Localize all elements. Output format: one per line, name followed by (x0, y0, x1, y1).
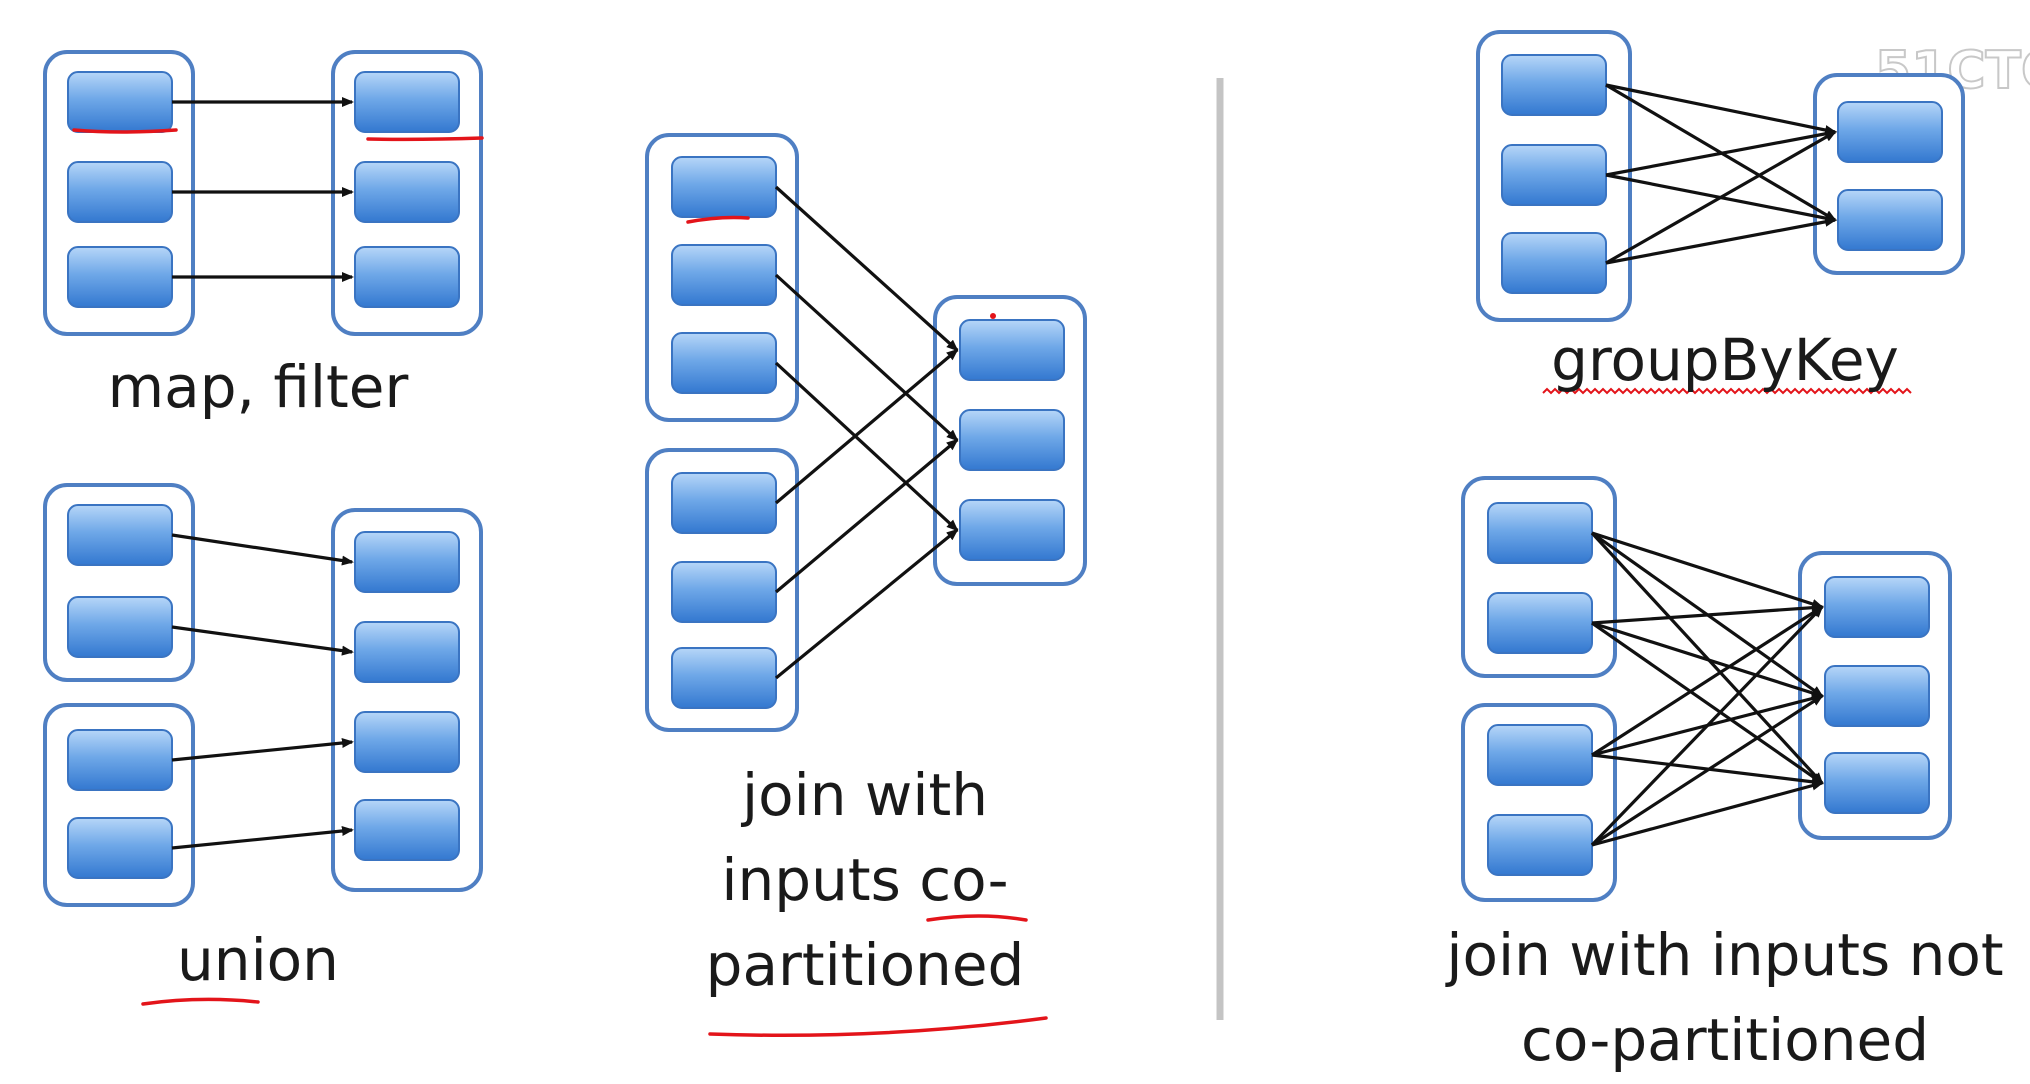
dependency-arrow (774, 348, 959, 505)
partition-box (671, 647, 777, 709)
partition-box (959, 319, 1065, 381)
dependency-arrow (1591, 780, 1824, 847)
rdd-un-src2 (43, 703, 195, 907)
dependency-arrow (1605, 128, 1837, 177)
partition-box (1487, 502, 1593, 564)
partition-box (1837, 101, 1943, 163)
dependency-arrow (1591, 531, 1824, 609)
red-underline-mark (72, 128, 178, 134)
red-dot-mark (990, 313, 996, 319)
label-join-not-copart-1: join with inputs not (1444, 921, 2003, 989)
dependency-arrows (171, 83, 1837, 850)
partition-box (1824, 665, 1930, 727)
partition-box (1501, 232, 1607, 294)
dependency-arrow (171, 533, 354, 566)
partition-box (1824, 576, 1930, 638)
partition-box (354, 711, 460, 773)
partition-box (959, 499, 1065, 561)
partition-box (1837, 189, 1943, 251)
partition-box (67, 246, 173, 308)
partition-box (67, 729, 173, 791)
partition-box (1487, 592, 1593, 654)
dependency-arrow (171, 625, 354, 656)
partition-box (671, 156, 777, 218)
partition-box (671, 332, 777, 394)
rdd-un-dst (331, 508, 483, 892)
dependency-arrow (1591, 605, 1824, 757)
partition-box (1487, 814, 1593, 876)
dependency-arrow (171, 738, 354, 762)
partition-box (1501, 54, 1607, 116)
partition-box (67, 71, 173, 133)
partition-box (67, 817, 173, 879)
label-map-filter: map, filter (108, 353, 409, 421)
rdd-jn-src2 (1461, 703, 1617, 902)
partition-box (67, 596, 173, 658)
partition-box (1824, 752, 1930, 814)
rdd-gb-src (1476, 30, 1632, 322)
rdd-un-src1 (43, 483, 195, 682)
dependency-arrow (774, 438, 959, 594)
label-group-by-key: groupByKey (1551, 326, 1899, 394)
dependency-arrow (774, 185, 959, 352)
dependency-arrow (1591, 621, 1824, 785)
red-underline-mark (708, 1016, 1048, 1038)
rdd-jc-dst (933, 295, 1087, 586)
red-underline-mark (686, 215, 750, 224)
partition-box (671, 561, 777, 623)
dependency-arrow (774, 273, 959, 442)
partition-box (354, 531, 460, 593)
label-join-copart-2: inputs co- (721, 846, 1008, 914)
dependency-arrow (1590, 605, 1824, 847)
dependency-arrow (1591, 621, 1824, 698)
partition-box (354, 71, 460, 133)
rdd-gb-dst (1813, 73, 1965, 275)
partition-box (67, 161, 173, 223)
rdd-groups (43, 30, 1965, 907)
dependency-arrow (774, 528, 959, 680)
dependency-arrow (1605, 83, 1837, 135)
rdd-mf-dst (331, 50, 483, 336)
label-union: union (177, 926, 339, 994)
rdd-jc-src1 (645, 133, 799, 422)
dependency-arrow (171, 826, 354, 850)
partition-box (354, 621, 460, 683)
annotation-marks (72, 128, 1912, 1038)
partition-box (1487, 724, 1593, 786)
rdd-jn-dst (1798, 551, 1952, 840)
red-underline-mark (926, 914, 1028, 922)
rdd-jc-src2 (645, 448, 799, 732)
dependency-arrow (1591, 602, 1824, 625)
rdd-container (331, 508, 483, 892)
partition-box (671, 472, 777, 534)
dependency-arrow (1591, 694, 1824, 847)
rdd-mf-src (43, 50, 195, 336)
partition-box (671, 244, 777, 306)
rdd-jn-src1 (1461, 476, 1617, 678)
partition-box (959, 409, 1065, 471)
label-join-copart-3: partitioned (706, 931, 1025, 999)
partition-box (354, 161, 460, 223)
partition-box (67, 504, 173, 566)
red-underline-mark (366, 136, 484, 142)
label-join-not-copart-2: co-partitioned (1521, 1006, 1929, 1074)
dependency-arrow (1605, 216, 1837, 265)
partition-box (354, 246, 460, 308)
label-join-copart-1: join with (740, 761, 988, 829)
red-underline-mark (141, 997, 260, 1006)
spellcheck-squiggle (1542, 387, 1912, 395)
dependency-arrow (774, 361, 959, 532)
partition-box (1501, 144, 1607, 206)
partition-box (354, 799, 460, 861)
dependency-arrow (1605, 130, 1837, 265)
